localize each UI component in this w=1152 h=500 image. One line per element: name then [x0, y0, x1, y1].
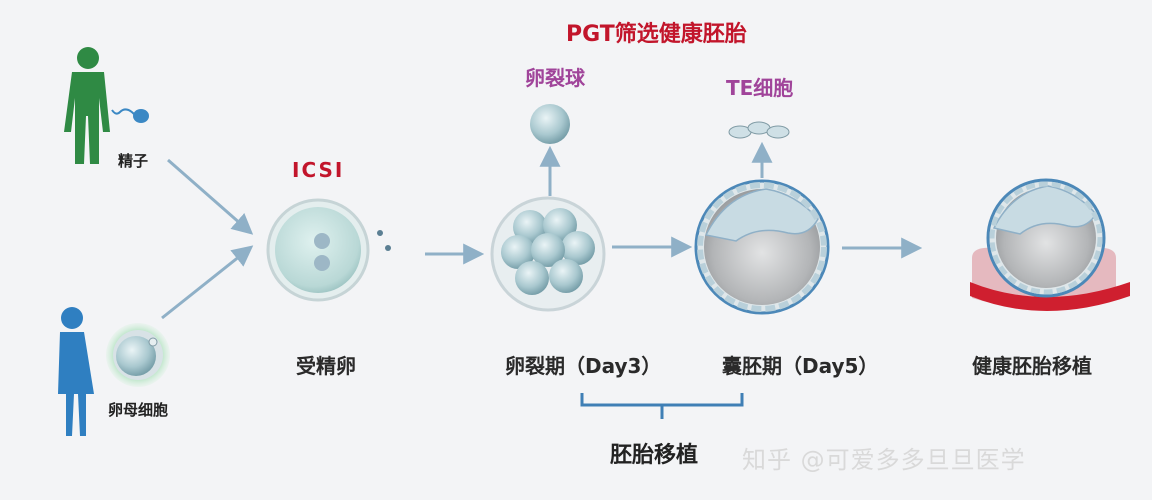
sperm-icon [111, 108, 149, 123]
blastomere-icon [530, 104, 570, 144]
sperm-arrow [167, 158, 254, 235]
te-cells-label: TE细胞 [726, 76, 794, 100]
transfer-label: 健康胚胎移植 [972, 354, 1092, 378]
embryo-transfer-label: 胚胎移植 [610, 443, 699, 468]
cleavage-label: 卵裂期（Day3） [505, 354, 662, 378]
watermark: 知乎 @可爱多多旦旦医学 [742, 446, 1026, 474]
zygote-icon [266, 198, 391, 302]
female-figure-icon [58, 307, 94, 436]
blastomere-label: 卵裂球 [525, 66, 585, 90]
cleavage-embryo-icon [490, 196, 606, 312]
oocyte-icon [106, 323, 170, 387]
icsi-label: ICSI [292, 158, 345, 182]
zygote-label: 受精卵 [296, 354, 356, 378]
te-cells-icon [728, 121, 790, 139]
male-figure-icon [64, 47, 110, 164]
pgt-title: PGT筛选健康胚胎 [566, 22, 747, 47]
oocyte-arrow [161, 245, 254, 320]
implantation-icon [970, 178, 1130, 311]
sperm-label: 精子 [118, 152, 149, 170]
bracket [580, 393, 744, 419]
oocyte-label: 卵母细胞 [108, 401, 169, 419]
blastocyst-icon [694, 179, 830, 315]
blastocyst-label: 囊胚期（Day5） [722, 354, 879, 378]
